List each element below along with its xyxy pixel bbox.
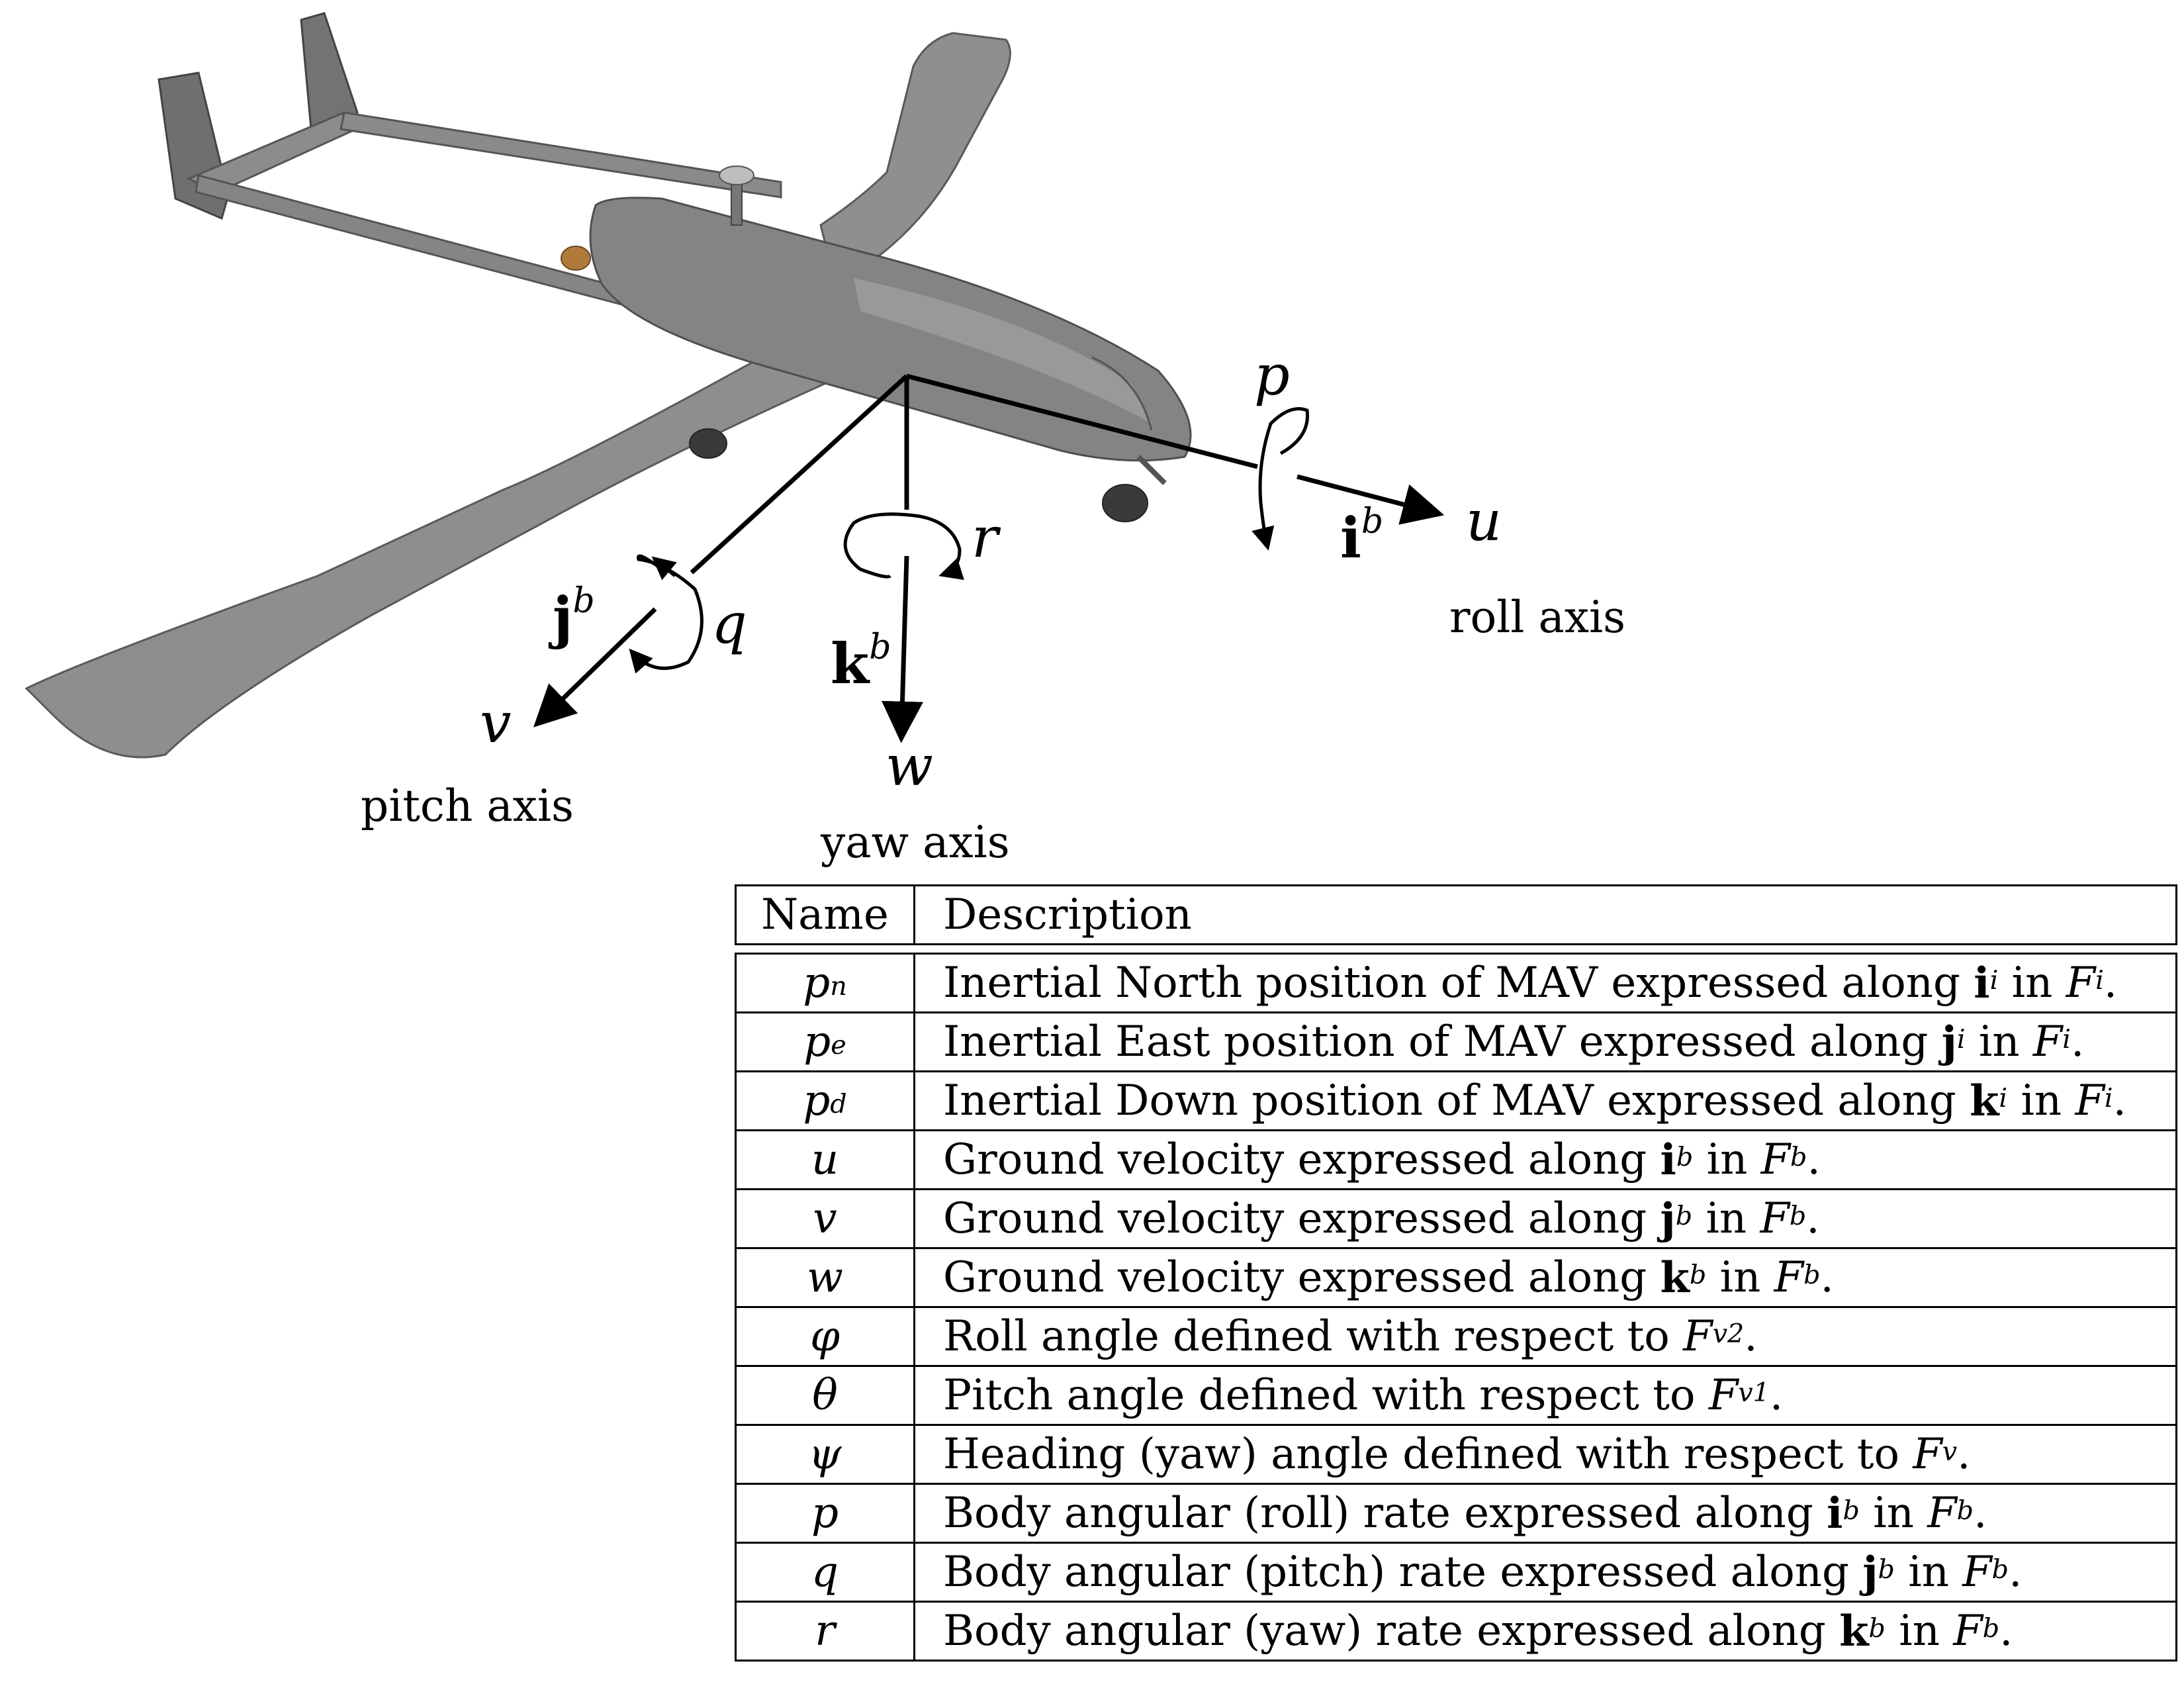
label-q: q bbox=[711, 591, 747, 656]
table-row: p Body angular (roll) rate expressed alon… bbox=[735, 1483, 2177, 1544]
nose-gear-wheel bbox=[1102, 484, 1148, 522]
nose-gear-strut bbox=[1136, 455, 1167, 485]
pitch-axis-label: pitch axis bbox=[361, 780, 574, 831]
fuselage-highlight bbox=[854, 278, 1152, 424]
yaw-axis-label: yaw axis bbox=[821, 817, 1010, 868]
row-symbol: φ bbox=[737, 1308, 915, 1365]
row-description: Inertial East position of MAV expressed … bbox=[943, 1017, 2085, 1067]
yaw-axis-arrow bbox=[882, 555, 923, 743]
row-description: Body angular (pitch) rate expressed alon… bbox=[943, 1547, 2023, 1597]
tail-boom-lower bbox=[195, 174, 637, 309]
label-j-vector: jb bbox=[553, 581, 595, 650]
label-p: p bbox=[1254, 343, 1290, 408]
row-description: Inertial North position of MAV expressed… bbox=[943, 958, 2118, 1008]
table-header-row: Name Description bbox=[735, 884, 2177, 945]
table-row: q Body angular (pitch) rate expressed alo… bbox=[735, 1542, 2177, 1603]
main-wing-right bbox=[819, 32, 1011, 280]
row-symbol: u bbox=[737, 1131, 915, 1188]
main-gear-wheel bbox=[689, 428, 727, 459]
label-v: v bbox=[480, 690, 512, 755]
tail-boom-upper bbox=[340, 111, 782, 199]
canopy-line bbox=[1091, 356, 1153, 431]
row-description: Body angular (roll) rate expressed along… bbox=[943, 1488, 1987, 1538]
roll-axis-arrow bbox=[1297, 474, 1445, 525]
table-row: r Body angular (yaw) rate expressed along… bbox=[735, 1601, 2177, 1662]
main-wing-left bbox=[24, 333, 855, 759]
label-i-vector: ib bbox=[1340, 502, 1384, 571]
row-symbol: p bbox=[737, 1485, 915, 1542]
label-u: u bbox=[1466, 489, 1502, 553]
pitch-rate-arc-start bbox=[651, 556, 677, 581]
rotation-arcs bbox=[629, 407, 1309, 674]
row-symbol: v bbox=[737, 1190, 915, 1247]
pitch-rate-arc bbox=[629, 554, 704, 674]
row-symbol: q bbox=[737, 1544, 915, 1601]
roll-axis-label: roll axis bbox=[1449, 592, 1626, 643]
antenna-cap bbox=[719, 165, 754, 185]
body-axes bbox=[533, 373, 1445, 743]
header-name: Name bbox=[737, 886, 915, 943]
roll-rate-arc bbox=[1251, 407, 1309, 551]
aircraft-diagram bbox=[24, 12, 1445, 759]
aircraft-model bbox=[24, 12, 1192, 759]
row-symbol: θ bbox=[737, 1367, 915, 1424]
row-symbol: w bbox=[737, 1249, 915, 1306]
row-symbol: ψ bbox=[737, 1426, 915, 1483]
label-k-vector: kb bbox=[831, 628, 891, 696]
row-description: Inertial Down position of MAV expressed … bbox=[943, 1076, 2126, 1126]
fuselage bbox=[589, 197, 1192, 462]
table-row: ψ Heading (yaw) angle defined with respec… bbox=[735, 1424, 2177, 1485]
yaw-rate-arc bbox=[843, 512, 960, 577]
pitch-axis-line bbox=[690, 374, 909, 575]
roll-axis-line bbox=[906, 373, 1258, 469]
pitch-axis-arrow bbox=[533, 607, 657, 727]
label-w: w bbox=[886, 733, 933, 798]
row-symbol: r bbox=[737, 1603, 915, 1660]
label-r: r bbox=[972, 505, 999, 570]
row-description: Heading (yaw) angle defined with respect… bbox=[943, 1430, 1971, 1479]
row-description: Body angular (yaw) rate expressed along … bbox=[943, 1606, 2013, 1656]
header-description: Description bbox=[943, 890, 1192, 939]
rear-motor bbox=[561, 246, 591, 271]
